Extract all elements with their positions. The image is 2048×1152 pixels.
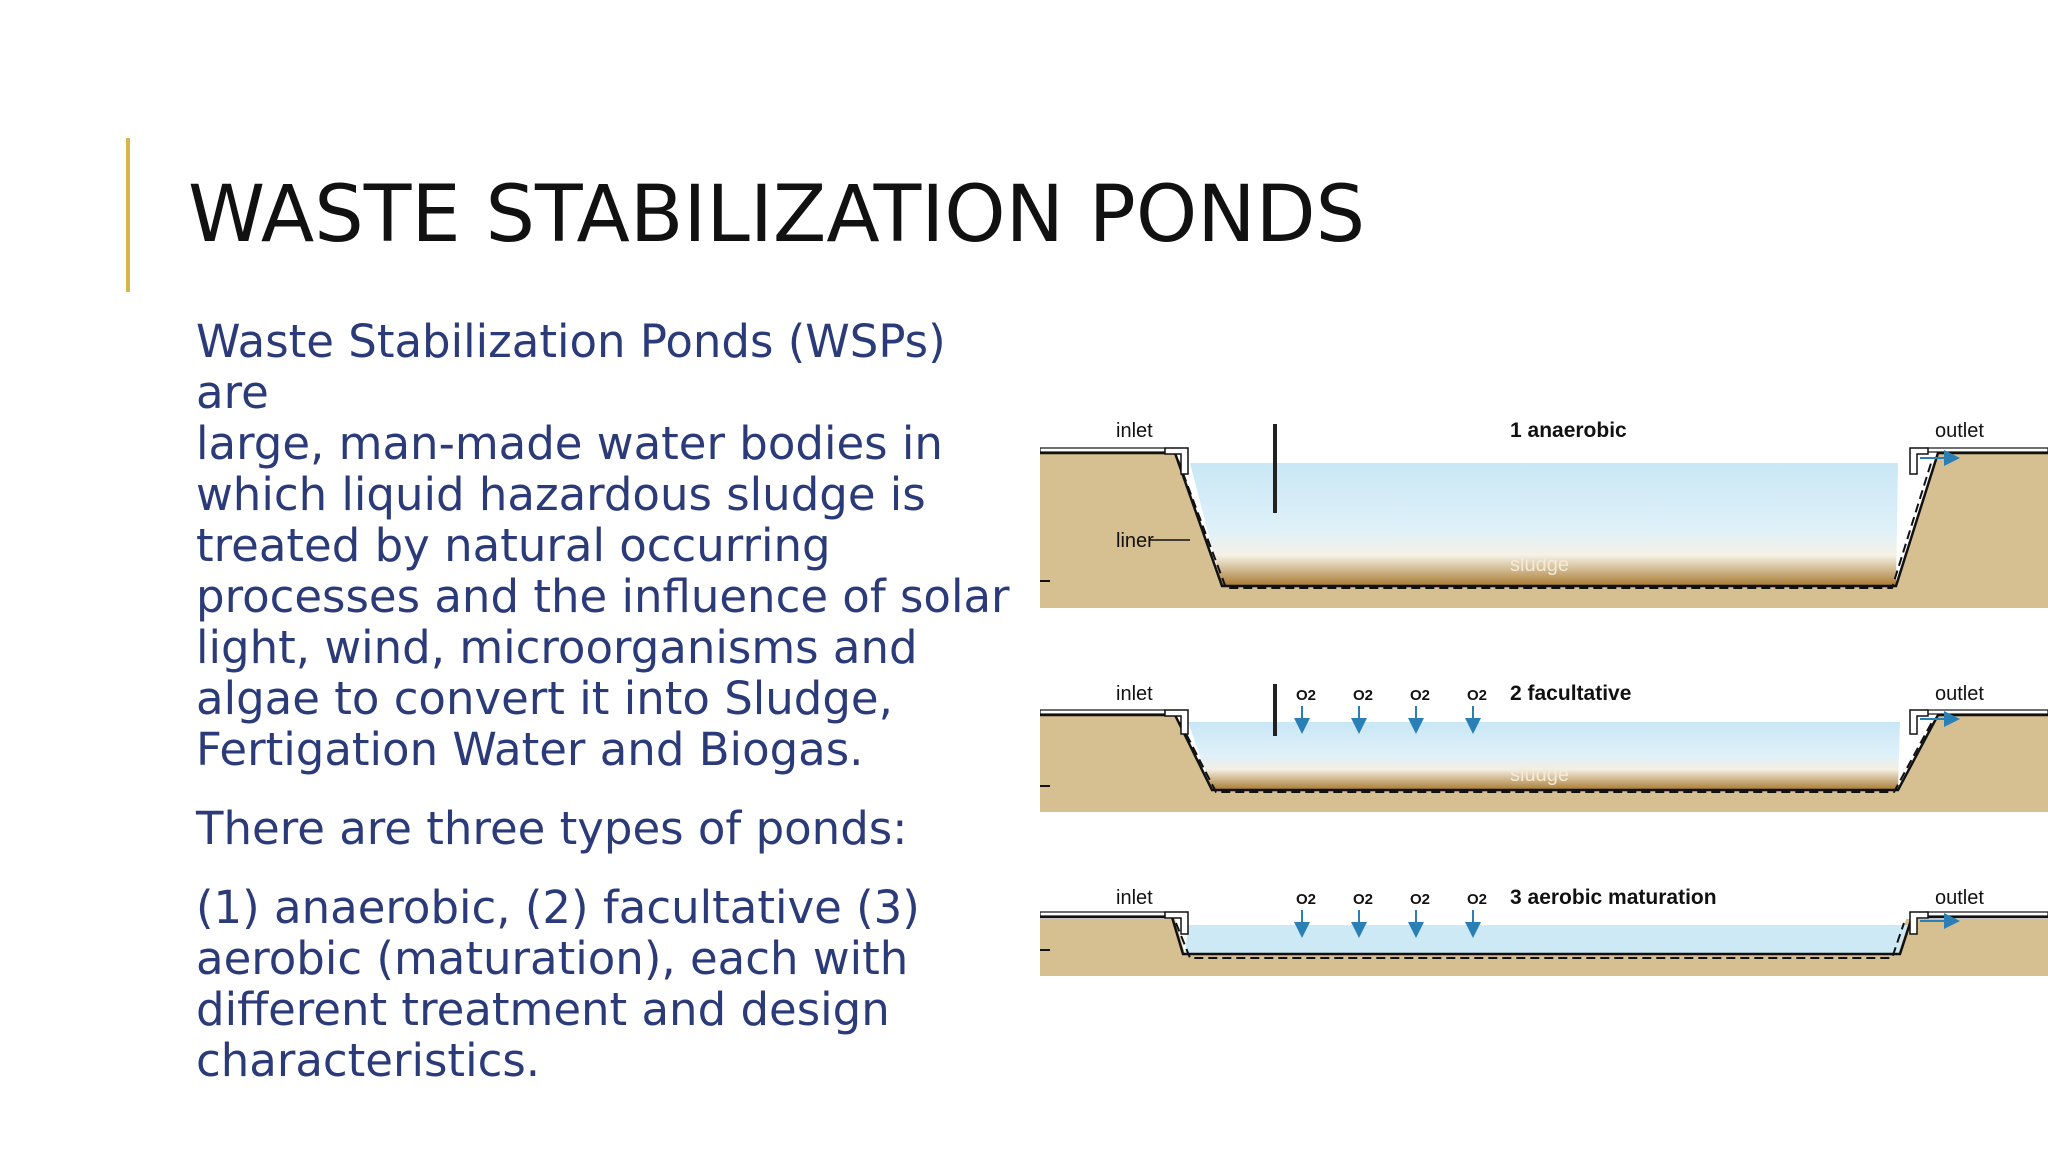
pond-2-oxygen-arrows: O2 O2 O2 O2 [1294,687,1487,734]
paragraph-types-list: (1) anaerobic, (2) facultative (3) aerob… [196,881,920,1087]
pond-1-name: 1 anaerobic [1510,419,1627,442]
paragraph-types-intro: There are three types of ponds: [196,802,908,855]
slide-title: WASTE STABILIZATION PONDS [188,170,1366,260]
pond-2-facultative: inlet 2 facultative outlet sludge O2 O2 … [1040,682,2048,812]
pond-2-sludge-label: sludge [1510,764,1569,786]
pond-1-inlet-label: inlet [1116,420,1153,442]
pond-3-o2-label-1: O2 [1296,891,1316,908]
pond-3-outlet-label: outlet [1935,887,1984,909]
pond-2-o2-label-2: O2 [1353,687,1373,704]
pond-1-liner-label: liner [1116,530,1154,552]
pond-2-name: 2 facultative [1510,682,1631,705]
pond-3-ground [1040,919,2048,976]
accent-bar [126,138,130,292]
paragraph-definition: Waste Stabilization Ponds (WSPs) are lar… [196,315,1010,776]
pond-3-aerobic-maturation: inlet 3 aerobic maturation outlet O2 O2 … [1040,886,2048,976]
body-text: Waste Stabilization Ponds (WSPs) are lar… [196,316,1016,1114]
pond-2-outlet-label: outlet [1935,683,1984,705]
pond-3-name: 3 aerobic maturation [1510,886,1717,909]
pond-1-ground [1040,453,2048,608]
pond-3-o2-label-2: O2 [1353,891,1373,908]
pond-3-o2-label-3: O2 [1410,891,1430,908]
pond-1-sludge-label: sludge [1510,554,1569,576]
pond-diagram: inlet 1 anaerobic outlet liner sludge in… [1040,408,2048,983]
pond-1-anaerobic: inlet 1 anaerobic outlet liner sludge [1040,419,2048,608]
pond-2-inlet-label: inlet [1116,683,1153,705]
pond-1-water [1190,463,1898,586]
pond-1-outlet-label: outlet [1935,420,1984,442]
pond-3-inlet-label: inlet [1116,887,1153,909]
pond-3-o2-label-4: O2 [1467,891,1487,908]
pond-3-water [1185,925,1908,954]
pond-3-oxygen-arrows: O2 O2 O2 O2 [1294,891,1487,938]
pond-2-water [1188,722,1900,790]
pond-diagram-svg: inlet 1 anaerobic outlet liner sludge in… [1040,419,2048,976]
pond-2-o2-label-4: O2 [1467,687,1487,704]
pond-2-o2-label-1: O2 [1296,687,1316,704]
pond-2-o2-label-3: O2 [1410,687,1430,704]
